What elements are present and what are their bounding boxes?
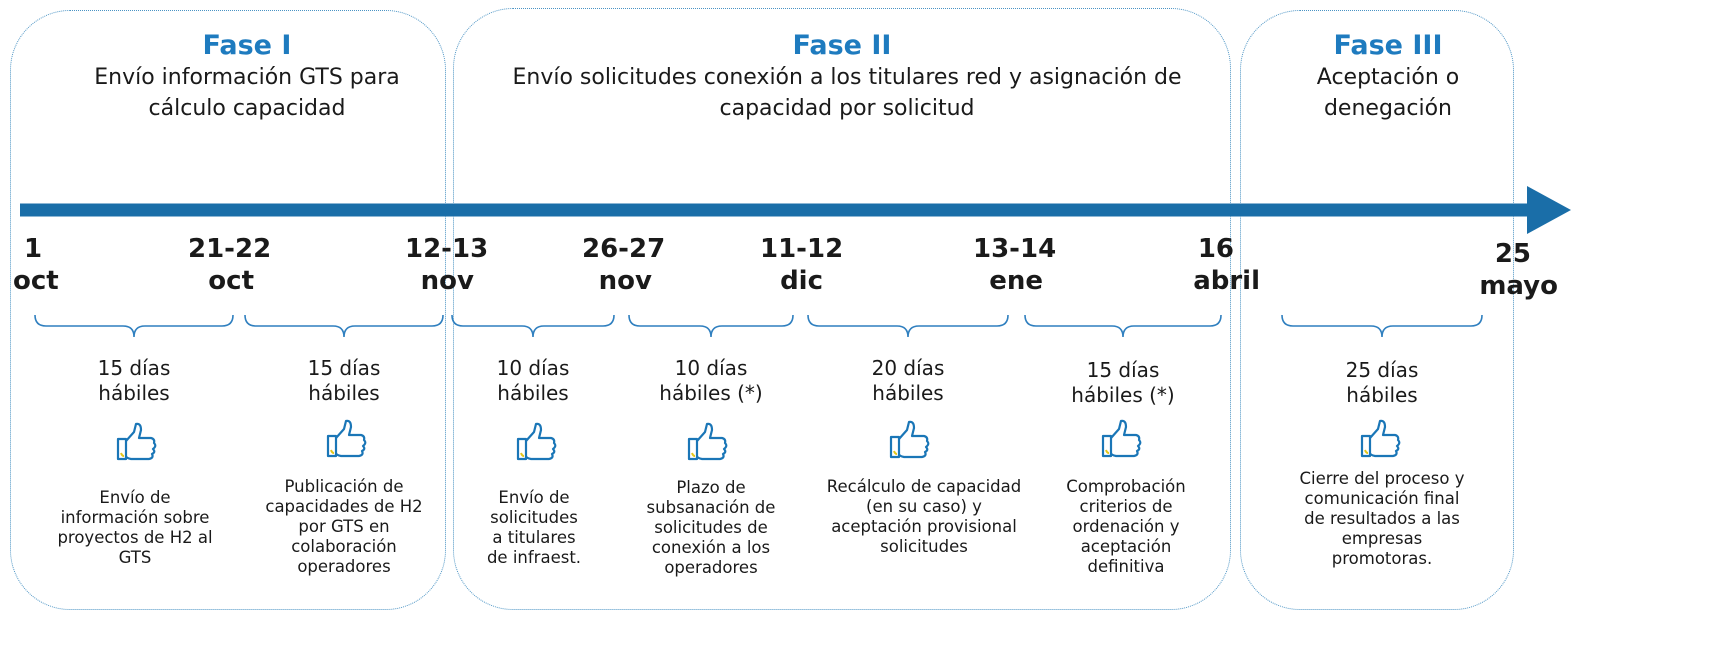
date-26-27-nov: 26-27 nov	[582, 233, 672, 297]
thumbs-up-icon	[116, 422, 157, 461]
date-25-mayo: 25 mayo	[1478, 238, 1558, 302]
step-1-description: Envío de información sobre proyectos de …	[57, 488, 213, 567]
date-month: mayo	[1479, 271, 1558, 301]
date-number: 1	[24, 234, 43, 264]
thumbs-up-icon	[889, 420, 930, 459]
step-6-description: Comprobación criterios de ordenación y a…	[1066, 477, 1186, 576]
step-4-description: Plazo de subsanación de solicitudes de c…	[646, 478, 776, 577]
timeline-arrow-head	[1527, 186, 1571, 234]
date-12-13-nov: 12-13 nov	[405, 233, 495, 297]
date-number: 26-27	[582, 234, 666, 264]
thumbs-up-icon	[1360, 419, 1401, 458]
step-2-duration: 15 días hábiles	[307, 356, 381, 405]
step-2-description: Publicación de capacidades de H2 por GTS…	[265, 477, 423, 576]
date-21-22-oct: 21-22 oct	[188, 233, 278, 297]
thumbs-up-icon	[516, 422, 557, 461]
brace-2	[244, 314, 444, 338]
date-16-abril: 16 abril	[1190, 233, 1260, 297]
phase-2-description: Envío solicitudes conexión a los titular…	[512, 65, 1182, 121]
date-month: ene	[989, 266, 1043, 296]
date-number: 21-22	[188, 234, 272, 264]
date-number: 11-12	[760, 234, 844, 264]
brace-4	[628, 314, 794, 338]
date-number: 25	[1494, 239, 1531, 269]
step-5-description: Recálculo de capacidad (en su caso) y ac…	[826, 477, 1022, 556]
date-month: oct	[208, 266, 254, 296]
date-number: 12-13	[405, 234, 489, 264]
date-month: abril	[1193, 266, 1260, 296]
phase-2-box	[453, 8, 1231, 610]
thumbs-up-icon	[687, 422, 728, 461]
step-1-duration: 15 días hábiles	[97, 356, 171, 405]
phase-3-title: Fase III	[1333, 30, 1443, 61]
date-month: oct	[13, 266, 59, 296]
phase-1-title: Fase I	[202, 30, 292, 61]
phase-1-description: Envío información GTS para cálculo capac…	[94, 65, 400, 121]
step-4-duration: 10 días hábiles (*)	[659, 356, 763, 405]
step-7-description: Cierre del proceso y comunicación final …	[1299, 469, 1465, 568]
date-number: 13-14	[973, 234, 1057, 264]
thumbs-up-icon	[1101, 419, 1142, 458]
phase-2-title: Fase II	[792, 30, 892, 61]
step-3-description: Envío de solicitudes a titulares de infr…	[486, 488, 582, 567]
step-7-duration: 25 días hábiles	[1345, 358, 1419, 407]
brace-5	[807, 314, 1009, 338]
brace-1	[34, 314, 234, 338]
thumbs-up-icon	[326, 419, 367, 458]
date-month: nov	[420, 266, 474, 296]
date-13-14-ene: 13-14 ene	[973, 233, 1063, 297]
date-number: 16	[1197, 234, 1234, 264]
phase-1-box	[10, 10, 446, 610]
date-1-oct: 1 oct	[13, 233, 59, 297]
phase-3-box	[1240, 10, 1514, 610]
phase-3-description: Aceptación o denegación	[1316, 65, 1460, 121]
step-6-duration: 15 días hábiles (*)	[1071, 358, 1175, 407]
step-5-duration: 20 días hábiles	[871, 356, 945, 405]
brace-6	[1024, 314, 1222, 338]
date-11-12-dic: 11-12 dic	[760, 233, 850, 297]
step-3-duration: 10 días hábiles	[496, 356, 570, 405]
brace-3	[451, 314, 615, 338]
brace-7	[1281, 314, 1483, 338]
date-month: dic	[780, 266, 823, 296]
date-month: nov	[598, 266, 652, 296]
